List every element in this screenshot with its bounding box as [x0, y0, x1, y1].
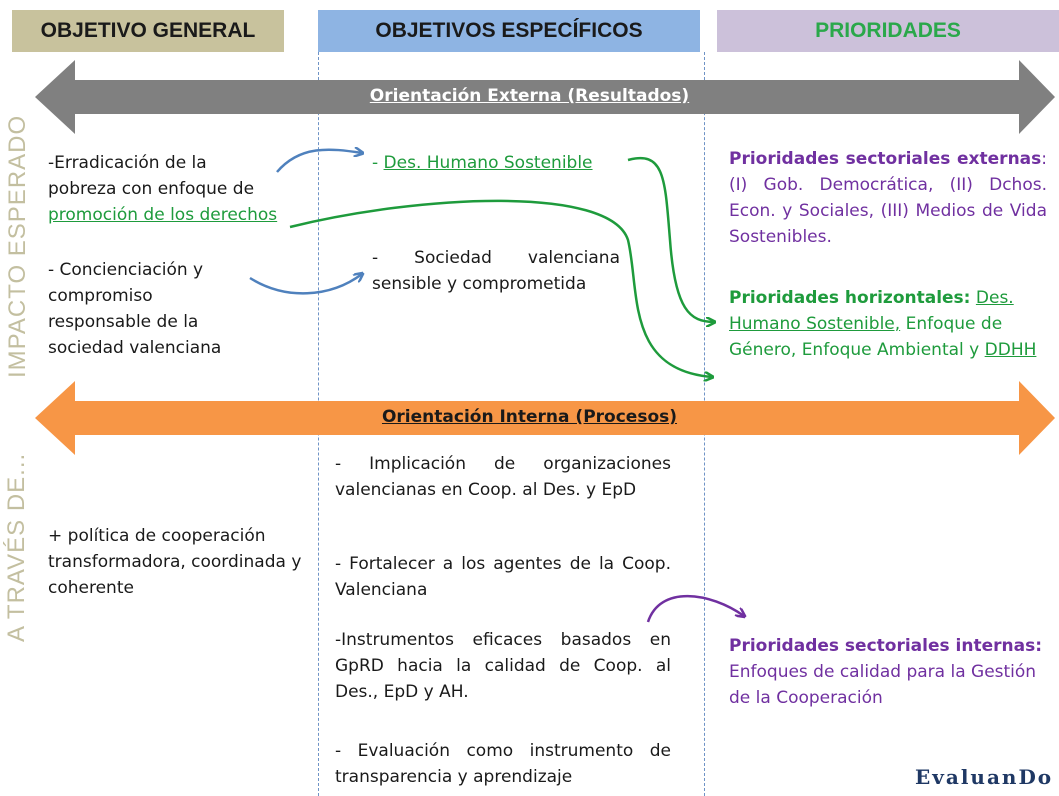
specific-objective-2: - Sociedad valenciana sensible y comprom…: [372, 248, 620, 294]
header-objetivo-general: OBJETIVO GENERAL: [12, 10, 284, 52]
process-objective-2: - Fortalecer a los agentes de la Coop. V…: [335, 554, 671, 600]
priorities-external: Prioridades sectoriales externas: (I) Go…: [729, 146, 1047, 250]
specific-objective-1: - Des. Humano Sostenible: [372, 150, 692, 176]
priorities-internal-text: Enfoques de calidad para la Gestión de l…: [729, 662, 1037, 708]
link-des-humano-sostenible[interactable]: Des. Humano Sostenible: [383, 153, 593, 173]
process-objective-4: - Evaluación como instrumento de transpa…: [335, 741, 671, 787]
internal-band-arrow: [35, 381, 1055, 455]
evaluando-logo: EvaluanDo: [915, 765, 1054, 789]
process-objective-1: - Implicación de organizaciones valencia…: [335, 454, 671, 500]
specific-objective-1-prefix: -: [372, 153, 384, 173]
side-label-impact: IMPACTO ESPERADO: [4, 114, 31, 378]
link-ddhh[interactable]: DDHH: [984, 340, 1037, 360]
priorities-internal: Prioridades sectoriales internas: Enfoqu…: [729, 633, 1057, 711]
connector-arrow-purple: [646, 594, 744, 623]
band-label-external: Orientación Externa (Resultados): [369, 86, 690, 106]
external-band-arrow: [35, 60, 1055, 134]
priorities-external-title: Prioridades sectoriales externas: [729, 149, 1042, 169]
header-objetivos-especificos: OBJETIVOS ESPECÍFICOS: [318, 10, 700, 52]
header-prioridades: PRIORIDADES: [717, 10, 1059, 52]
general-item-1-line-1: -Erradicación de la: [48, 153, 207, 173]
priorities-internal-title: Prioridades sectoriales internas:: [729, 636, 1043, 656]
link-promocion-derechos[interactable]: promoción de los derechos: [48, 205, 278, 225]
connector-arrow-green-2: [289, 199, 712, 377]
general-item-1-line-2: pobreza con enfoque de: [48, 179, 255, 199]
priorities-horizontal-title: Prioridades horizontales:: [729, 288, 971, 308]
general-objective-item-1: -Erradicación de la pobreza con enfoque …: [48, 150, 298, 228]
general-objective-item-2: - Concienciación y compromiso responsabl…: [48, 260, 222, 358]
connector-arrow-green-1: [627, 157, 714, 322]
priorities-external-text: : (I) Gob. Democrática, (II) Dchos. Econ…: [729, 149, 1047, 247]
side-label-through: A TRAVÉS DE...: [3, 452, 30, 642]
general-objective-item-3: + política de cooperación transformadora…: [48, 526, 302, 598]
band-label-internal: Orientación Interna (Procesos): [381, 407, 678, 427]
connector-arrow-blue-2: [249, 274, 362, 295]
link-horizontal-des-humano[interactable]: Des. Humano Sostenible,: [729, 288, 1014, 334]
process-objective-3: -Instrumentos eficaces basados en GpRD h…: [335, 630, 671, 702]
priorities-horizontal-text: Enfoque de Género, Enfoque Ambiental y: [729, 314, 1003, 360]
connector-arrow-blue-1: [276, 150, 362, 173]
priorities-horizontal: Prioridades horizontales: Des. Humano So…: [729, 285, 1049, 363]
